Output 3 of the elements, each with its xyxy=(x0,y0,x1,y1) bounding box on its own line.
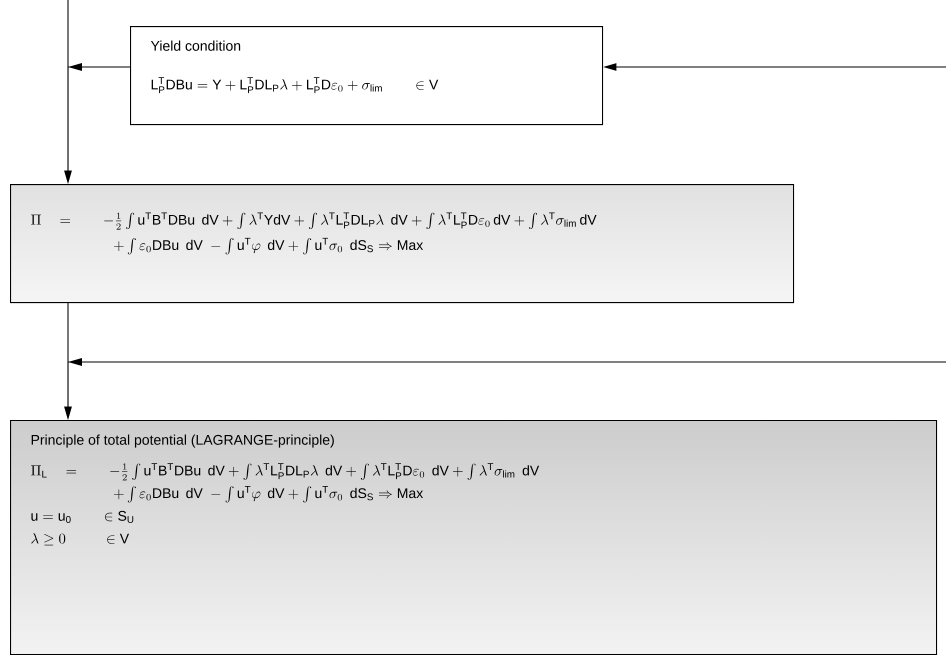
principle-box: Principle of total potential (LAGRANGE-principle) $\Pi_{\mathrm{L}} \quad = \qquad -\frac{1}{2}\int \mathrm{u^T B^T DBu\;\, dV} + \int \lambda^{\mathrm{T}}\mathrm{L_P^T D L_P}\lambda\;\,\mathrm{dV} + \int \lambda^{\mathrm{T}}\mathrm{L_P^T D}\varepsilon_0\;\,\mathrm{dV} + \int \lambda^{\mathrm{T}}\sigma_{\mathrm{lim}}\;\,\mathrm{dV}$ $+\int \varepsilon_0\mathrm{DBu\;\, dV} \; - \int \mathrm{u^T}\varphi\;\,\mathrm{dV} + \int \mathrm{u^T}\sigma_0\;\,\mathrm{dS_S} \Rightarrow \mathrm{Max}$ $\mathrm{u} = \mathrm{u_0} \qquad \in \mathrm{S_U}$ $\lambda \geq 0 \qquad\;\; \in \mathrm{V}$ xyxy=(10,420,938,656)
condition-box: Yield condition $\mathrm{L_P^T DBu} = \mathrm{Y} + \mathrm{L_P^T D L_P}\lambda + \mathrm{L_P^T D}\varepsilon_0 + \sigma_{\mathrm{lim}} \qquad \in \mathrm{V}$ xyxy=(130,26,604,126)
functional-box: $\Pi \quad = \qquad -\frac{1}{2}\int \mathrm{u^T B^T DBu\;\, dV} + \int \lambda^{\mathrm{T}}\mathrm{YdV} + \int \lambda^{\mathrm{T}}\mathrm{L_P^T D L_P}\lambda\;\,\mathrm{dV} + \int \lambda^{\mathrm{T}}\mathrm{L_P^T D}\varepsilon_0\,\mathrm{dV} + \int \lambda^{\mathrm{T}}\sigma_{\mathrm{lim}}\,\mathrm{dV}$ $+\int \varepsilon_0\mathrm{DBu\;\, dV} \; - \int \mathrm{u^T}\varphi\;\,\mathrm{dV} + \int \mathrm{u^T}\sigma_0\;\,\mathrm{dS_S} \Rightarrow \mathrm{Max}$ xyxy=(10,184,794,304)
